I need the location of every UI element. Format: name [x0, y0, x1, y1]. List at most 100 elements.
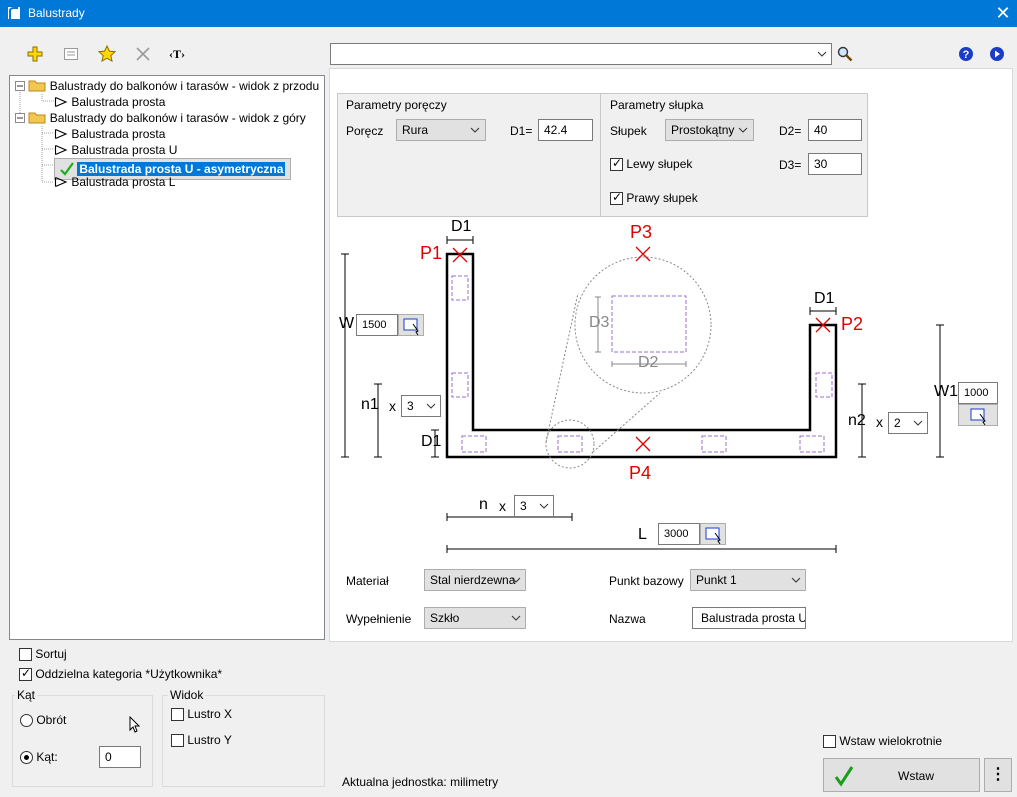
user-category-checkbox[interactable]: Oddzielna kategoria *Użytkownika*	[19, 666, 223, 682]
railing-icon	[54, 176, 68, 188]
post-label: Słupek	[610, 124, 647, 138]
properties-button[interactable]	[60, 43, 82, 65]
add-button[interactable]	[24, 43, 46, 65]
tree-item-label: Balustrada prosta U	[71, 143, 178, 157]
checkbox-checked-icon	[19, 666, 32, 682]
delete-icon	[136, 47, 150, 61]
n2-select[interactable]: 2	[888, 412, 928, 434]
left-post-checkbox[interactable]: Lewy słupek	[610, 156, 692, 172]
d2-input[interactable]: 40	[808, 119, 862, 141]
chevron-down-icon	[738, 127, 748, 133]
next-button[interactable]	[986, 43, 1008, 65]
delete-button[interactable]	[132, 43, 154, 65]
angle-input[interactable]: 0	[99, 746, 141, 768]
pick-from-drawing-icon	[705, 527, 721, 545]
w1-pick-button[interactable]	[958, 404, 998, 426]
railing-icon	[54, 128, 68, 140]
mirror-x-checkbox[interactable]: Lustro X	[171, 707, 232, 722]
n-select[interactable]: 3	[514, 495, 554, 517]
search-combobox[interactable]	[330, 43, 832, 65]
star-icon	[98, 45, 116, 62]
n2-select-value: 2	[894, 416, 901, 430]
post-select-value: Prostokątny	[671, 123, 735, 137]
angle-label: Kąt:	[36, 750, 58, 764]
folder-icon	[28, 80, 46, 92]
d1-top-label: D1	[451, 218, 472, 235]
text-tool-button[interactable]: ‹T›	[166, 43, 188, 65]
base-point-select[interactable]: Punkt 1	[690, 569, 806, 591]
w-input[interactable]: 1500	[356, 314, 398, 336]
mirror-y-checkbox[interactable]: Lustro Y	[171, 733, 232, 748]
base-point-label: Punkt bazowy	[609, 574, 684, 588]
fill-select[interactable]: Szkło	[424, 607, 526, 629]
collapse-icon	[15, 81, 25, 91]
fill-select-value: Szkło	[430, 611, 460, 625]
tree-item[interactable]: Balustrada prosta L	[54, 174, 175, 190]
w1-label: W1	[934, 383, 958, 400]
n-label: n	[479, 496, 488, 513]
x2-label: x	[876, 414, 883, 430]
insert-button[interactable]: Wstaw	[823, 758, 980, 792]
chevron-down-icon	[511, 577, 521, 583]
tree-item[interactable]: Balustrada prosta	[54, 94, 165, 110]
mouse-cursor-icon	[129, 716, 141, 733]
help-button[interactable]: ?	[955, 43, 977, 65]
name-label: Nazwa	[609, 612, 646, 626]
name-input[interactable]: Balustrada prosta U	[692, 607, 806, 629]
sort-checkbox[interactable]: Sortuj	[19, 647, 67, 662]
tree-item[interactable]: Balustrada prosta U	[54, 142, 177, 158]
w-label: W	[339, 315, 355, 332]
category-tree[interactable]: Balustrady do balkonów i tarasów - widok…	[9, 75, 325, 640]
rotation-label: Obrót	[36, 713, 67, 727]
d1-input[interactable]: 42.4	[538, 119, 593, 141]
title-bar: Balustrady ✕	[0, 0, 1017, 27]
n1-select-value: 3	[407, 399, 414, 413]
l-label: L	[638, 526, 647, 543]
angle-group-title: Kąt	[15, 688, 38, 702]
help-icon: ?	[959, 47, 973, 61]
post-params-group: Parametry słupka Słupek Prostokątny D2= …	[600, 93, 868, 217]
plus-icon	[27, 46, 43, 62]
angle-group	[12, 695, 153, 787]
more-icon: ⋮	[990, 766, 1006, 783]
rail-select[interactable]: Rura	[396, 119, 486, 141]
l-pick-button[interactable]	[700, 523, 726, 545]
user-category-label: Oddzielna kategoria *Użytkownika*	[35, 667, 223, 681]
text-tool-icon: ‹T›	[169, 46, 185, 61]
w-pick-button[interactable]	[398, 314, 424, 336]
rail-label: Poręcz	[346, 124, 384, 138]
p1-label: P1	[420, 243, 443, 263]
d2-label: D2=	[779, 124, 802, 138]
tree-item[interactable]: Balustrada prosta	[54, 126, 165, 142]
d3-input[interactable]: 30	[808, 153, 862, 175]
view-group-title: Widok	[168, 688, 206, 702]
tree-item-label: Balustrada prosta	[71, 127, 166, 141]
d1-label: D1=	[510, 124, 533, 138]
insert-multiple-checkbox[interactable]: Wstaw wielokrotnie	[823, 734, 942, 749]
angle-radio[interactable]: Kąt:	[20, 750, 58, 765]
railing-params-group: Parametry poręczy Poręcz Rura D1= 42.4	[337, 93, 601, 217]
tree-folder-front-view[interactable]: Balustrady do balkonów i tarasów - widok…	[15, 78, 319, 94]
more-options-button[interactable]: ⋮	[984, 758, 1012, 792]
x1-label: x	[389, 398, 396, 414]
base-point-select-value: Punkt 1	[696, 573, 737, 587]
svg-text:?: ?	[963, 49, 970, 61]
search-button[interactable]	[834, 43, 856, 65]
n1-select[interactable]: 3	[401, 395, 441, 417]
rotation-radio[interactable]: Obrót	[20, 713, 67, 728]
right-post-label: Prawy słupek	[626, 191, 698, 205]
railing-icon	[54, 96, 68, 108]
material-label: Materiał	[346, 574, 389, 588]
right-post-checkbox[interactable]: Prawy słupek	[610, 190, 698, 206]
tree-folder-top-view[interactable]: Balustrady do balkonów i tarasów - widok…	[15, 110, 306, 126]
post-select[interactable]: Prostokątny	[665, 119, 754, 141]
chevron-down-icon	[791, 577, 801, 583]
material-select-value: Stal nierdzewna	[430, 573, 516, 587]
w1-input[interactable]: 1000	[958, 382, 998, 404]
l-input[interactable]: 3000	[658, 523, 700, 545]
favorite-button[interactable]	[96, 43, 118, 65]
chevron-down-icon	[913, 420, 923, 426]
tree-item-selected[interactable]: Balustrada prosta U - asymetryczna	[54, 158, 292, 180]
close-button[interactable]: ✕	[992, 2, 1014, 24]
material-select[interactable]: Stal nierdzewna	[424, 569, 526, 591]
